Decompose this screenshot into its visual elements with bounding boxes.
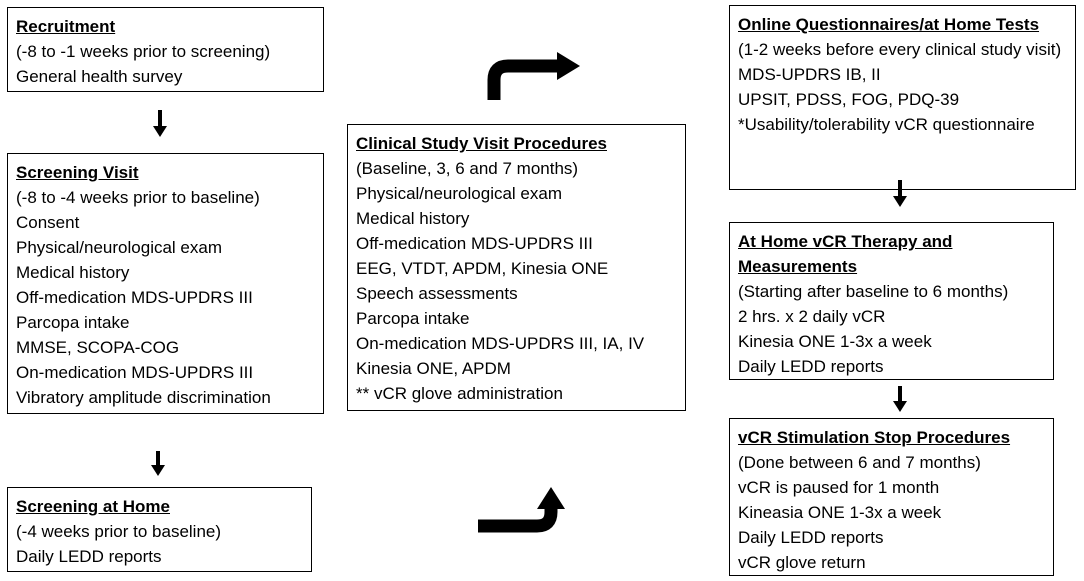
- clinical-visit-box: Clinical Study Visit Procedures (Baselin…: [347, 124, 686, 411]
- home-therapy-line: Kinesia ONE 1-3x a week: [738, 332, 932, 351]
- clinical-visit-line: ** vCR glove administration: [356, 384, 563, 403]
- clinical-visit-line: Kinesia ONE, APDM: [356, 359, 511, 378]
- down-arrow-icon: [893, 180, 907, 207]
- stop-procedures-line: vCR glove return: [738, 553, 866, 572]
- clinical-visit-line: Speech assessments: [356, 284, 518, 303]
- online-questionnaires-line: UPSIT, PDSS, FOG, PDQ-39: [738, 90, 960, 109]
- online-questionnaires-line: MDS-UPDRS IB, II: [738, 65, 881, 84]
- home-therapy-line: 2 hrs. x 2 daily vCR: [738, 307, 886, 326]
- recruitment-line: General health survey: [16, 67, 183, 86]
- clinical-visit-line: On-medication MDS-UPDRS III, IA, IV: [356, 334, 645, 353]
- screening-home-line: Daily LEDD reports: [16, 547, 162, 566]
- clinical-visit-title: Clinical Study Visit Procedures: [356, 134, 607, 153]
- online-questionnaires-line: *Usability/tolerability vCR questionnair…: [738, 115, 1035, 134]
- home-therapy-line: Daily LEDD reports: [738, 357, 884, 376]
- stop-procedures-line: vCR is paused for 1 month: [738, 478, 940, 497]
- screening-visit-line: (-8 to -4 weeks prior to baseline): [16, 188, 260, 207]
- clinical-visit-line: Off-medication MDS-UPDRS III: [356, 234, 593, 253]
- stop-procedures-line: Daily LEDD reports: [738, 528, 884, 547]
- screening-visit-line: Consent: [16, 213, 80, 232]
- home-therapy-title: At Home vCR Therapy and Measurements: [738, 232, 953, 276]
- bent-arrow-up-right-icon: [487, 52, 580, 100]
- stop-procedures-title: vCR Stimulation Stop Procedures: [738, 428, 1011, 447]
- home-therapy-line: (Starting after baseline to 6 months): [738, 282, 1009, 301]
- clinical-visit-line: (Baseline, 3, 6 and 7 months): [356, 159, 579, 178]
- stop-procedures-line: (Done between 6 and 7 months): [738, 453, 981, 472]
- screening-visit-line: Medical history: [16, 263, 130, 282]
- screening-visit-line: Parcopa intake: [16, 313, 130, 332]
- down-arrow-icon: [893, 386, 907, 412]
- clinical-visit-line: Parcopa intake: [356, 309, 470, 328]
- screening-visit-line: MMSE, SCOPA-COG: [16, 338, 180, 357]
- down-arrow-icon: [153, 110, 167, 137]
- bent-arrow-right-up-icon: [478, 487, 565, 533]
- recruitment-line: (-8 to -1 weeks prior to screening): [16, 42, 271, 61]
- recruitment-title: Recruitment: [16, 17, 116, 36]
- screening-visit-line: On-medication MDS-UPDRS III: [16, 363, 254, 382]
- home-therapy-box: At Home vCR Therapy and Measurements (St…: [729, 222, 1054, 380]
- online-questionnaires-box: Online Questionnaires/at Home Tests (1-2…: [729, 5, 1076, 190]
- screening-home-title: Screening at Home: [16, 497, 170, 516]
- screening-visit-title: Screening Visit: [16, 163, 139, 182]
- screening-home-box: Screening at Home (-4 weeks prior to bas…: [7, 487, 312, 572]
- screening-visit-line: Physical/neurological exam: [16, 238, 222, 257]
- online-questionnaires-line: (1-2 weeks before every clinical study v…: [738, 40, 1062, 59]
- clinical-visit-line: Medical history: [356, 209, 470, 228]
- screening-home-line: (-4 weeks prior to baseline): [16, 522, 222, 541]
- clinical-visit-line: Physical/neurological exam: [356, 184, 562, 203]
- online-questionnaires-title: Online Questionnaires/at Home Tests: [738, 15, 1040, 34]
- stop-procedures-box: vCR Stimulation Stop Procedures (Done be…: [729, 418, 1054, 576]
- clinical-visit-line: EEG, VTDT, APDM, Kinesia ONE: [356, 259, 609, 278]
- screening-visit-box: Screening Visit (-8 to -4 weeks prior to…: [7, 153, 324, 414]
- screening-visit-line: Vibratory amplitude discrimination: [16, 388, 271, 407]
- recruitment-box: Recruitment (-8 to -1 weeks prior to scr…: [7, 7, 324, 92]
- stop-procedures-line: Kineasia ONE 1-3x a week: [738, 503, 942, 522]
- screening-visit-line: Off-medication MDS-UPDRS III: [16, 288, 253, 307]
- down-arrow-icon: [151, 451, 165, 476]
